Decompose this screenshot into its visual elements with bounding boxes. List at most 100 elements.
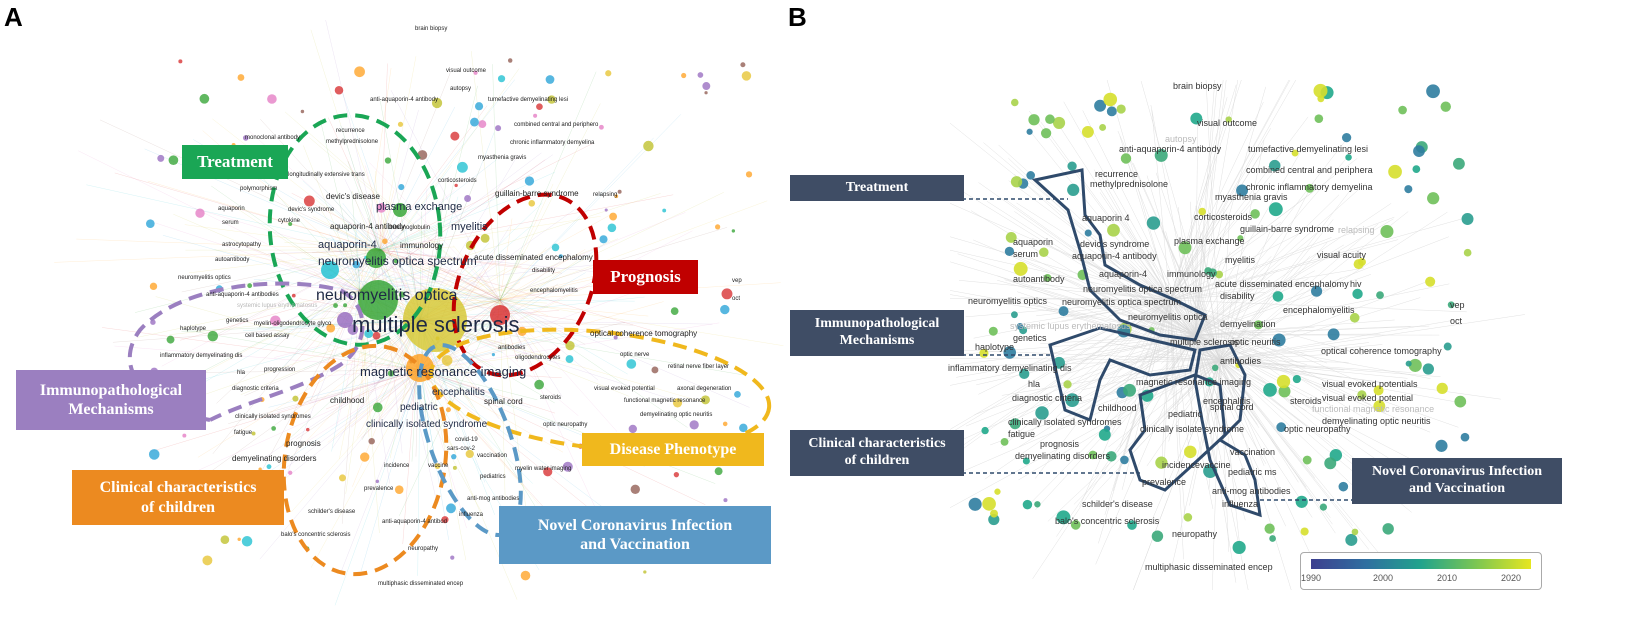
network-edge: [379, 216, 601, 251]
network-edge: [419, 369, 591, 510]
network-edge: [238, 243, 361, 291]
term-covid-19: covid-19: [455, 437, 478, 443]
network-edge: [1065, 359, 1221, 409]
term-magnetic-resonance-imaging: magnetic resonance imaging: [360, 364, 527, 379]
network-node: [1422, 363, 1434, 375]
network-edge: [1219, 219, 1334, 361]
network-edge: [419, 353, 544, 371]
term-neuropathy: neuropathy: [408, 546, 439, 552]
network-edge: [419, 369, 434, 451]
network-hub-node: [337, 312, 353, 328]
network-node: [524, 176, 535, 186]
treatment-region-outline: [1031, 168, 1207, 342]
network-node: [1010, 176, 1023, 188]
term-longitudinally: longitudinally extensive trans: [288, 172, 365, 178]
term-corticosteroids: corticosteroids: [438, 178, 477, 184]
network-node: [968, 497, 982, 511]
network-edge: [192, 319, 421, 486]
b-term-recurrence: recurrence: [1095, 169, 1139, 179]
network-node: [681, 72, 687, 79]
network-edge: [449, 296, 501, 301]
network-node: [739, 423, 748, 433]
network-edge: [1194, 334, 1331, 518]
network-node: [689, 420, 699, 430]
network-edge: [169, 369, 421, 374]
network-edge: [332, 319, 421, 448]
network-edge: [1169, 102, 1264, 301]
network-node: [1460, 432, 1470, 442]
network-edge: [379, 249, 579, 416]
network-node: [741, 71, 752, 81]
network-edge: [1194, 270, 1315, 336]
term-neuromyelitis-optica: neuromyelitis optica: [316, 287, 458, 304]
network-node: [300, 109, 305, 114]
network-edge: [1219, 216, 1230, 361]
network-node: [534, 379, 544, 390]
network-edge: [1154, 353, 1221, 361]
network-node: [994, 488, 1001, 495]
network-edge: [419, 85, 478, 321]
network-edge: [379, 56, 417, 251]
network-node: [384, 157, 392, 164]
network-edge: [1098, 170, 1171, 301]
network-node: [372, 331, 381, 340]
network-edge: [379, 105, 488, 251]
term-vaccination: vaccination: [477, 453, 508, 459]
b-term-vep: vep: [1450, 300, 1465, 310]
term-optic-nerve: optic nerve: [620, 352, 650, 358]
network-node: [1291, 149, 1299, 157]
network-edge: [419, 212, 686, 321]
network-edge: [1108, 359, 1221, 448]
network-node: [497, 75, 506, 83]
network-edge: [499, 299, 605, 528]
network-node: [1011, 98, 1019, 107]
term-visual-evoked-potential: visual evoked potential: [594, 386, 655, 392]
network-edge: [359, 68, 520, 291]
network-edge: [949, 294, 1196, 336]
network-edge: [1194, 334, 1236, 447]
term-clinically-isolated-syndromes: clinically isolated syndromes: [235, 414, 311, 420]
network-node: [1040, 128, 1052, 139]
network-node: [271, 426, 276, 431]
network-edge: [1047, 359, 1221, 522]
network-node: [397, 121, 404, 127]
network-edge: [379, 249, 549, 317]
b-term-prevalence: prevalence: [1142, 477, 1187, 487]
network-edge: [419, 301, 664, 371]
year-colorbar-gradient: [1311, 559, 1531, 569]
term-steroids: steroids: [540, 395, 562, 401]
term-functional-mri: functional magnetic resonance: [624, 398, 706, 404]
network-node: [630, 484, 640, 495]
network-node: [1232, 540, 1246, 555]
network-edge: [379, 194, 674, 251]
network-node: [1413, 145, 1425, 158]
b-term-pediatric-ms: pediatric ms: [1228, 467, 1277, 477]
network-edge: [499, 299, 628, 375]
network-edge: [359, 289, 630, 397]
panel-b: B brain biopsy visual outcome autopsy an…: [788, 0, 1650, 626]
network-edge: [1194, 334, 1256, 342]
network-edge: [228, 369, 421, 424]
network-node: [1461, 213, 1474, 225]
network-node: [149, 282, 158, 291]
network-node: [338, 474, 346, 482]
network-node: [1067, 183, 1080, 196]
network-edge: [1215, 359, 1221, 429]
network-edge: [379, 231, 443, 251]
network-node: [1019, 368, 1030, 379]
network-node: [495, 125, 502, 132]
term-encephalitis: encephalitis: [432, 387, 485, 398]
network-edge: [312, 216, 381, 251]
network-edge: [379, 219, 467, 251]
network-edge: [325, 369, 421, 410]
network-node: [651, 366, 659, 374]
network-node: [1106, 106, 1117, 117]
network-edge: [1219, 359, 1370, 550]
network-edge: [1165, 309, 1196, 336]
term-demyelinating-optic-neuritis: demyelinating optic neuritis: [640, 412, 713, 418]
network-edge: [957, 253, 1196, 336]
treatment-label: Treatment: [182, 145, 288, 179]
term-sars-cov-2: sars-cov-2: [447, 446, 476, 452]
term-aquaporin-4: aquaporin-4: [318, 239, 377, 251]
network-edge: [359, 152, 542, 291]
